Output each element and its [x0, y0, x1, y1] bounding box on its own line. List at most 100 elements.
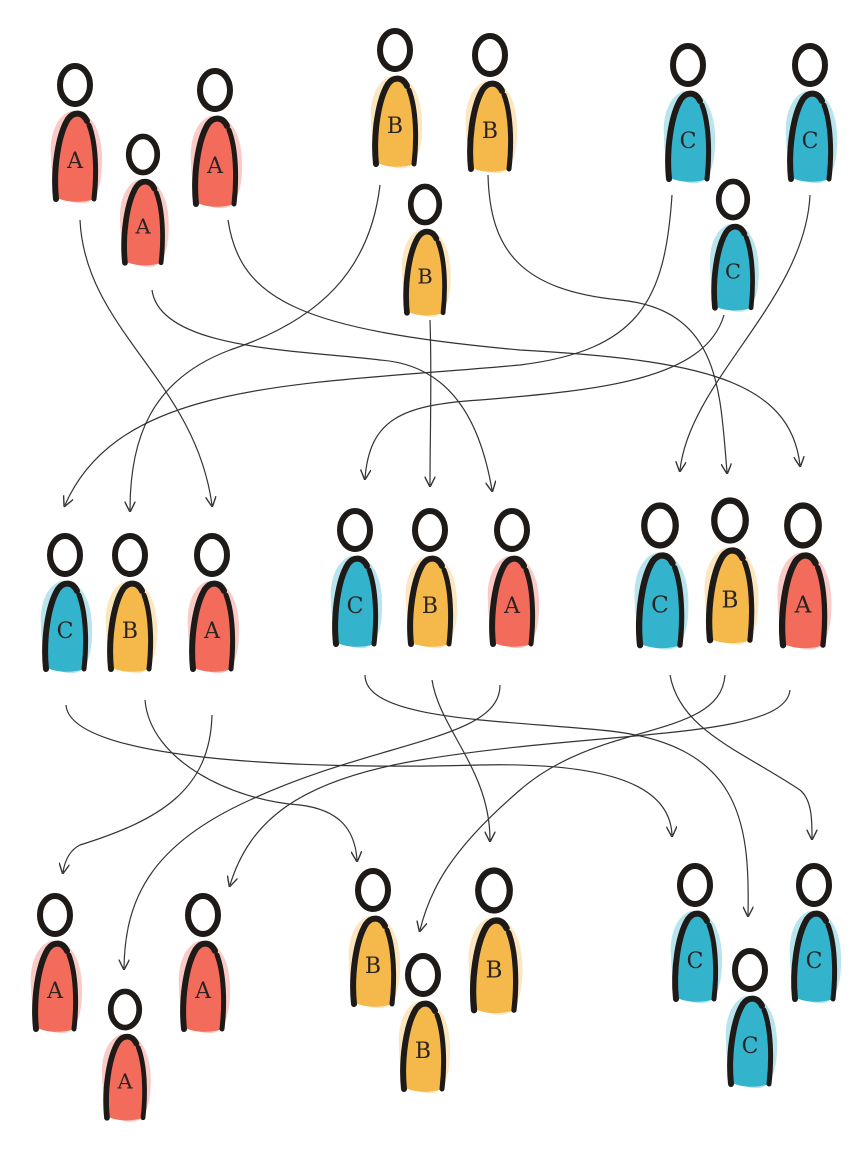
person-middle-1-group-c: C [40, 533, 93, 674]
person-top-9-group-c: C [709, 178, 759, 312]
person-top-6-head [407, 183, 443, 226]
person-bottom-1-head [37, 893, 73, 937]
arrow-18 [230, 689, 791, 885]
person-middle-9-group-a: A [777, 502, 832, 650]
person-top-9-head [715, 178, 751, 221]
person-bottom-5-head [405, 953, 441, 997]
person-bottom-7-letter: C [687, 949, 704, 974]
person-middle-7-letter: C [651, 593, 669, 619]
arrow-6 [430, 319, 431, 485]
person-bottom-5-group-b: B [398, 953, 451, 1094]
person-top-4-letter: B [387, 114, 403, 139]
person-bottom-1-letter: A [46, 979, 64, 1004]
arrow-1 [79, 219, 212, 505]
person-top-8-head [792, 43, 828, 87]
person-bottom-8-head [732, 948, 768, 992]
person-middle-8-head [711, 497, 749, 544]
person-bottom-6-group-b: B [468, 867, 523, 1015]
arrow-10 [65, 704, 672, 835]
person-bottom-7-body [674, 913, 716, 1002]
person-bottom-9-group-c: C [789, 863, 842, 1004]
person-bottom-6-head [475, 867, 513, 914]
arrow-2 [151, 289, 492, 490]
person-top-2-body [123, 181, 163, 266]
person-top-8-body [789, 93, 831, 182]
arrow-14 [431, 679, 490, 840]
person-top-7-group-c: C [663, 43, 716, 184]
person-bottom-2-group-a: A [101, 988, 151, 1122]
person-top-7-body [667, 93, 709, 182]
person-middle-2-letter: B [122, 619, 138, 644]
person-top-1-head [57, 63, 93, 107]
person-top-1-letter: A [66, 149, 84, 174]
person-top-7-head [670, 43, 706, 87]
person-top-5-head [472, 33, 508, 77]
person-middle-8-group-b: B [704, 497, 759, 645]
person-top-1-group-a: A [50, 63, 103, 204]
person-top-3-group-a: A [190, 68, 243, 209]
person-bottom-4-group-b: B [348, 868, 401, 1009]
arrows-layer [63, 174, 812, 968]
arrow-5 [487, 174, 727, 472]
person-top-5-body [469, 83, 511, 172]
person-top-5-group-b: B [465, 33, 518, 174]
person-top-2-letter: A [134, 214, 151, 238]
person-top-6-letter: B [417, 264, 432, 288]
arrow-16 [669, 674, 812, 838]
person-bottom-2-body [105, 1036, 145, 1121]
person-middle-9-letter: A [794, 593, 812, 619]
person-bottom-2-letter: A [116, 1069, 133, 1093]
person-bottom-7-group-c: C [670, 863, 723, 1004]
person-top-3-body [194, 118, 236, 207]
person-top-4-head [377, 28, 413, 72]
person-bottom-9-body [793, 913, 835, 1002]
person-middle-1-head [47, 533, 83, 577]
person-middle-9-body [781, 555, 825, 649]
arrow-3 [227, 219, 800, 465]
person-middle-7-head [641, 502, 679, 549]
person-middle-2-body [109, 583, 151, 672]
person-middle-1-letter: C [57, 619, 74, 644]
arrow-13 [364, 674, 748, 915]
person-middle-7-group-c: C [634, 502, 689, 650]
person-top-2-head [125, 133, 161, 176]
person-bottom-7-head [677, 863, 713, 907]
person-middle-2-group-b: B [105, 533, 158, 674]
person-middle-3-head [194, 533, 230, 577]
person-middle-4-body [334, 558, 376, 647]
person-bottom-5-body [402, 1003, 444, 1092]
arrow-9 [365, 314, 725, 478]
person-bottom-4-head [355, 868, 391, 912]
person-top-2-group-a: A [119, 133, 169, 267]
person-top-1-body [54, 113, 96, 202]
person-top-7-letter: C [680, 129, 697, 154]
person-middle-6-letter: A [503, 594, 521, 619]
person-middle-5-group-b: B [405, 508, 458, 649]
person-bottom-1-body [34, 943, 76, 1032]
person-bottom-1-group-a: A [30, 893, 83, 1034]
person-middle-3-body [191, 583, 233, 672]
arrow-15 [124, 684, 501, 968]
person-middle-1-body [44, 583, 86, 672]
arrow-4 [130, 184, 381, 510]
arrow-12 [63, 714, 213, 872]
person-bottom-4-letter: B [365, 954, 381, 979]
person-middle-3-group-a: A [187, 533, 240, 674]
person-middle-6-group-a: A [487, 508, 540, 649]
person-top-8-group-c: C [785, 43, 838, 184]
person-middle-5-letter: B [422, 594, 438, 619]
arrow-17 [420, 674, 726, 930]
arrow-11 [144, 699, 357, 860]
person-middle-2-head [112, 533, 148, 577]
person-bottom-9-letter: C [806, 949, 823, 974]
person-top-5-letter: B [482, 119, 498, 144]
person-top-4-body [374, 78, 416, 167]
person-middle-3-letter: A [203, 619, 221, 644]
person-bottom-8-body [729, 998, 771, 1087]
person-bottom-6-letter: B [486, 958, 503, 984]
person-bottom-3-body [182, 943, 224, 1032]
person-bottom-4-body [352, 918, 394, 1007]
person-top-8-letter: C [802, 129, 819, 154]
